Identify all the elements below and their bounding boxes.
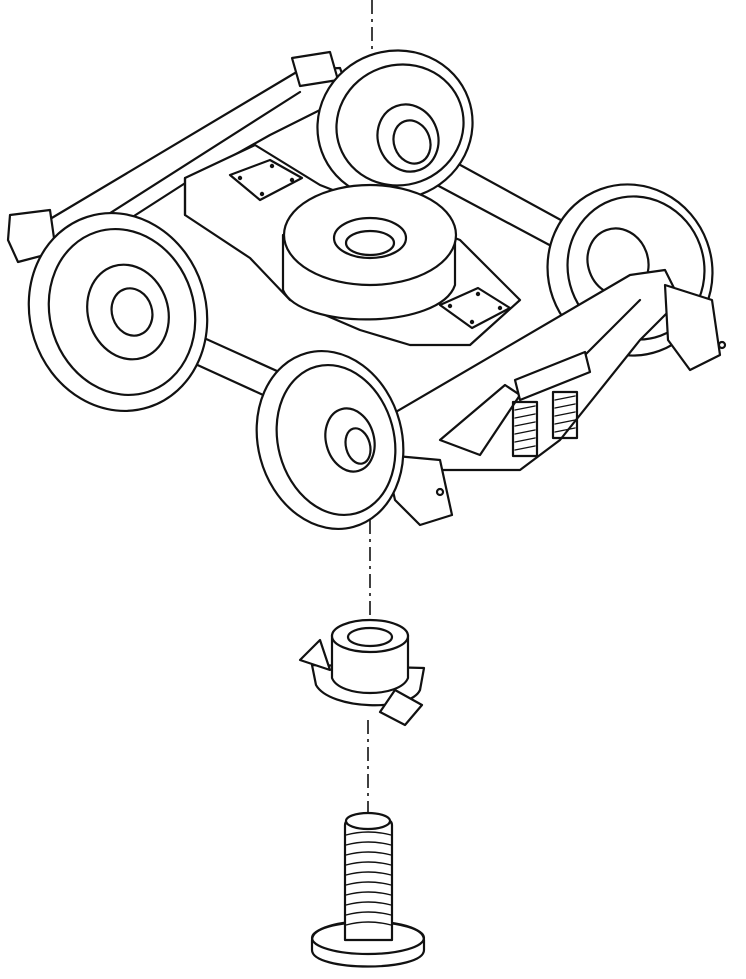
spring-left <box>511 400 539 458</box>
mounting-screw <box>310 811 426 968</box>
front-left-wheel <box>27 211 209 413</box>
bolster-bushing <box>298 618 426 727</box>
truck-assembly <box>6 49 727 531</box>
rear-left-wheel <box>316 49 474 201</box>
spring-group <box>511 350 592 458</box>
spring-right <box>551 390 579 440</box>
front-right-wheel <box>255 349 405 531</box>
center-plate <box>281 183 458 321</box>
screw-thread <box>345 831 392 926</box>
